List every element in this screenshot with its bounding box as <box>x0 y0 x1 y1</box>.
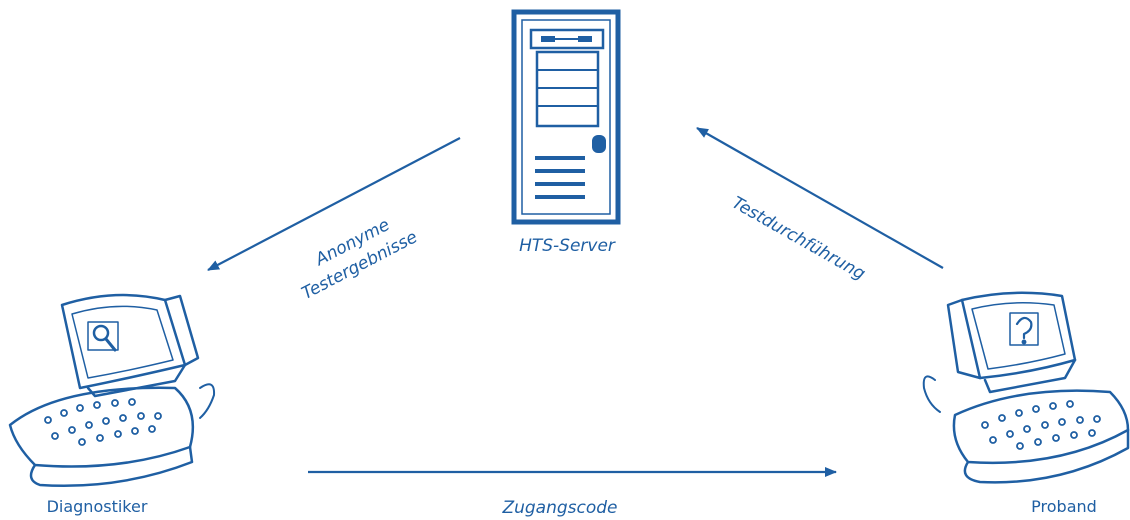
edge-label-testdurchfuehrung: Testdurchführung <box>728 193 868 284</box>
computer-magnifier-icon <box>8 293 216 488</box>
edge-label-zugangscode: Zugangscode <box>501 498 617 518</box>
arrow-server-to-diagnostiker <box>207 137 461 271</box>
server-label: HTS-Server <box>519 236 616 256</box>
diagnostiker-label: Diagnostiker <box>47 497 148 516</box>
arrow-proband-to-server <box>696 127 944 269</box>
server-tower-icon <box>511 9 621 225</box>
proband-label: Proband <box>1031 497 1097 516</box>
computer-question-icon <box>922 291 1130 484</box>
